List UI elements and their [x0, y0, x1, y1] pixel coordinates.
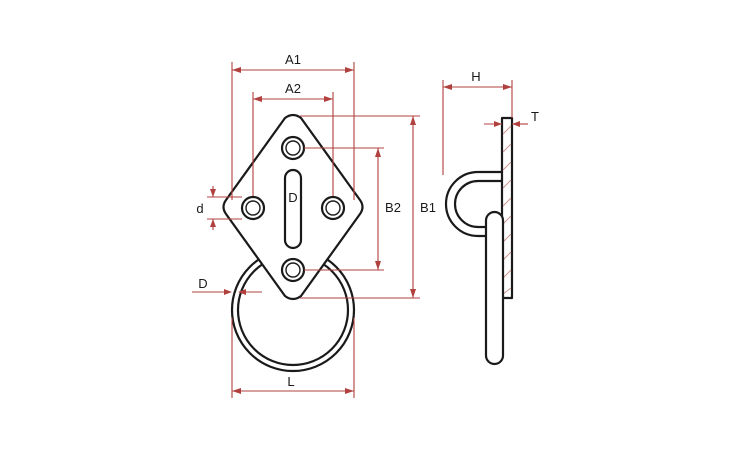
label-b1: B1	[420, 200, 436, 215]
mounting-holes	[240, 135, 346, 283]
label-t: T	[531, 109, 539, 124]
label-b2: B2	[385, 200, 401, 215]
label-d-small: d	[196, 201, 203, 216]
label-h: H	[471, 69, 480, 84]
front-view	[222, 113, 364, 373]
side-dimensions: H T	[442, 69, 539, 175]
label-a2: A2	[285, 81, 301, 96]
center-loop-slot	[283, 168, 303, 250]
plate-hatch	[502, 125, 512, 295]
label-l: L	[287, 374, 294, 389]
plate-section	[500, 116, 514, 300]
label-a1: A1	[285, 52, 301, 67]
label-d-ring: D	[198, 276, 207, 291]
label-d-slot: D	[288, 190, 297, 205]
side-view	[444, 116, 514, 366]
front-dimensions: A1 A2 B1 B2 d D	[192, 52, 436, 398]
u-loop	[444, 170, 504, 238]
ring-side	[484, 210, 505, 366]
u-loop-inner	[453, 179, 504, 229]
